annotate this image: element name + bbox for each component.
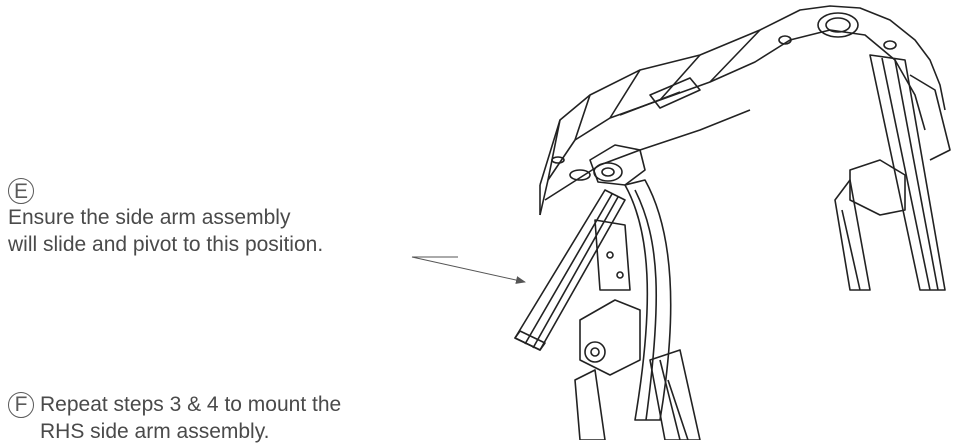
side-arm-swung — [514, 189, 626, 351]
step-f-marker: F — [8, 391, 34, 418]
step-e-line-1: Ensure the side arm assembly — [8, 206, 291, 229]
step-e: E Ensure the side arm assembly will slid… — [8, 178, 323, 258]
step-f-line-1: Repeat steps 3 & 4 to mount the — [40, 393, 342, 416]
step-f: F Repeat steps 3 & 4 to mount the RHS si… — [8, 391, 341, 445]
step-e-marker: E — [8, 178, 34, 204]
leader-arrow — [411, 256, 526, 284]
step-f-line-2: RHS side arm assembly. — [40, 420, 270, 443]
lower-legs — [574, 349, 701, 440]
pivot-block — [589, 144, 646, 186]
step-e-line-2: will slide and pivot to this position. — [8, 233, 324, 256]
frame-top-bar — [539, 5, 946, 216]
right-leg — [834, 54, 951, 291]
curved-arm — [624, 179, 672, 421]
lower-bracket — [579, 219, 641, 376]
